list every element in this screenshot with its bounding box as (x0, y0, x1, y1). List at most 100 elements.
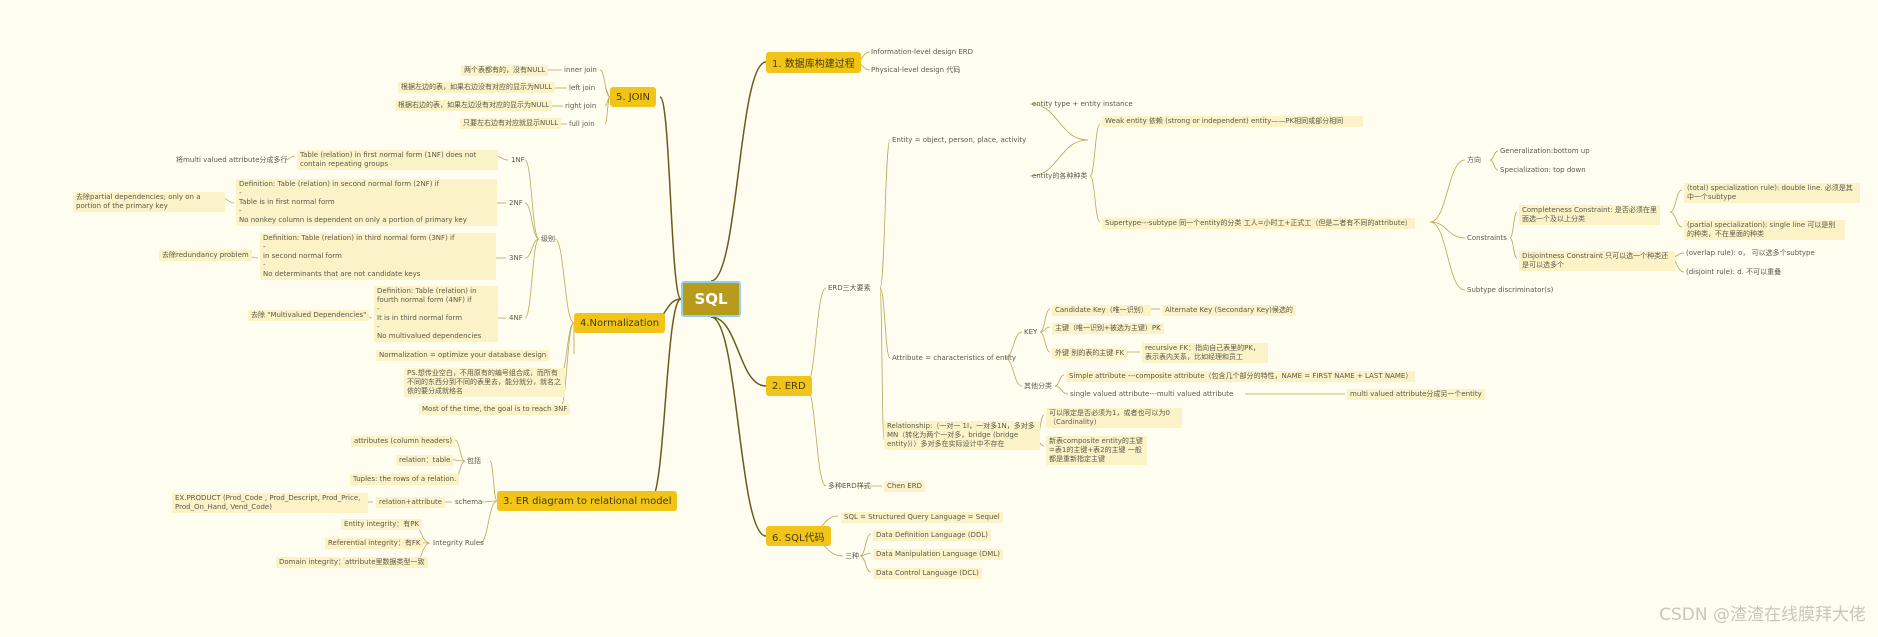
nf-3-definition: Definition: Table (relation) in third no… (260, 233, 496, 280)
nf-4-definition: Definition: Table (relation) in fourth n… (374, 286, 498, 342)
overlap-rule: (overlap rule): o， 可以选多个subtype (1686, 249, 1815, 257)
nf-3-line-4: - (263, 261, 266, 269)
connector (1039, 326, 1051, 333)
left-join: left join (569, 84, 596, 92)
other-types: 其他分类 (1024, 382, 1052, 390)
connector (1429, 221, 1466, 291)
composite-entity: 新表composite entity的主键=表1的主键+表2的主键 一般都是重新… (1046, 436, 1147, 465)
nf-2-line-4: - (239, 207, 242, 215)
connector (879, 287, 891, 359)
reach-3nf: Most of the time, the goal is to reach 3… (419, 404, 571, 415)
nf-3-line-5: No determinants that are not candidate k… (263, 270, 421, 278)
connector (1054, 385, 1069, 395)
referential-integrity: Referential integrity：有FK (325, 538, 424, 549)
nf-4: 4NF (509, 314, 523, 322)
ddl: Data Definition Language (DDL) (873, 530, 991, 541)
branch-4-normalization[interactable]: 4.Normalization (574, 313, 666, 333)
primary-key: 主键（唯一识别+被选为主键）PK (1052, 323, 1164, 334)
key-node: KEY (1024, 328, 1038, 336)
connector (1004, 331, 1023, 359)
foreign-key: 外键 别的表的主键 FK (1052, 348, 1128, 359)
root-node[interactable]: SQL (681, 281, 741, 317)
connector (805, 287, 827, 387)
watermark: CSDN @渣渣在线膜拜大佬 (1659, 605, 1866, 625)
integrity-rules: Integrity Rules (433, 539, 484, 547)
dml: Data Manipulation Language (DML) (873, 549, 1003, 560)
partial-rule: (partial specialization): single line 可以… (1684, 220, 1845, 240)
entity-kinds: entity的各种种类 (1032, 172, 1088, 180)
full-join: full join (569, 120, 595, 128)
domain-integrity: Domain integrity：attribute里数据类型一致 (276, 557, 428, 568)
direction: 方向 (1467, 156, 1481, 164)
relationship-node: Relationship:（一对一 1I，一对多1N，多对多MN（转化为两个一对… (884, 421, 1040, 450)
branch-1-database-process[interactable]: 1. 数据库构建过程 (766, 52, 861, 73)
specialization: Specialization: top down (1500, 166, 1586, 174)
left-join-desc: 根据左边的表，如果右边没有对应的显示为NULL (398, 82, 556, 93)
sql-definition: SQL = Structured Query Language = Sequel (841, 512, 1003, 523)
branch-2-erd[interactable]: 2. ERD (766, 376, 812, 396)
connector (659, 96, 682, 300)
connector (1029, 139, 1089, 177)
ps-note: PS.想传业空白，不用原有的编号组合成，而所有不同的东西分到不同的表里去，能分就… (404, 368, 565, 397)
generalization: Generalization:bottom up (1500, 147, 1590, 155)
recursive-fk: recursive FK：指向自己表里的PK，表示表内关系，比如经理和员工 (1142, 343, 1268, 363)
nf-2-action: 去除partial dependencies; only on a portio… (73, 192, 225, 212)
nf-4-line-1: Definition: Table (relation) in fourth n… (377, 287, 477, 304)
total-rule: (total) specialization rule): double lin… (1684, 183, 1860, 203)
connector (1089, 175, 1101, 223)
connector (710, 316, 767, 537)
nf-3-action: 去除redundancy problem (159, 250, 252, 261)
nf-2-line-2: - (239, 189, 242, 197)
nf-3-line-3: in second normal form (263, 252, 342, 260)
dcl: Data Control Language (DCL) (873, 568, 982, 579)
nf-4-line-2: - (377, 305, 380, 313)
nf-4-line-4: - (377, 323, 380, 331)
branch-5-join[interactable]: 5. JOIN (610, 87, 656, 107)
simple-attribute: Simple attribute ---composite attribute（… (1066, 371, 1416, 382)
connector (524, 238, 540, 259)
chen-erd: Chen ERD (884, 481, 925, 492)
nf-2-line-3: Table is in first normal form (239, 198, 335, 206)
connector (1669, 189, 1683, 213)
connector (710, 61, 767, 282)
candidate-key: Candidate Key（唯一识别） (1052, 305, 1151, 316)
nf-3: 3NF (509, 254, 523, 262)
supertype-subtype: Supertype---subtype 同一个entity的分类 工人=小时工+… (1102, 218, 1415, 229)
connector (599, 69, 611, 98)
nf-2-line-1: Definition: Table (relation) in second n… (239, 180, 440, 188)
cardinality: 可以限定是否必须为1，或者也可以为0（Cardinality） (1046, 408, 1182, 428)
attributes-headers: attributes (column headers) (351, 436, 456, 447)
b1-item-2: Physical-level design 代码 (871, 66, 961, 74)
nf-1: 1NF (511, 156, 525, 164)
connector (489, 460, 498, 502)
nf-4-line-5: No multivalued dependencies (377, 332, 482, 340)
weak-entity: Weak entity 依赖 (strong or independent) e… (1102, 116, 1363, 127)
b1-item-1: Information-level design ERD (871, 48, 974, 56)
connector (1089, 123, 1101, 177)
connector (1054, 374, 1065, 387)
disjointness-constraint: Disjointness Constraint 只可以选一个种类还是可以选多个 (1519, 251, 1675, 271)
nf-4-line-3: It is in third normal form (377, 314, 463, 322)
connector (1039, 308, 1051, 333)
connector (554, 238, 575, 324)
relation-attribute: relation+attribute (376, 497, 446, 508)
connector (1489, 159, 1499, 171)
branch-3-er-to-relational[interactable]: 3. ER diagram to relational model (497, 491, 678, 511)
completeness-constraint: Completeness Constraint: 是否必须在里面选一个及以上分类 (1519, 205, 1660, 225)
connector (479, 500, 498, 544)
branch-6-sql-code[interactable]: 6. SQL代码 (766, 526, 831, 546)
connector (284, 155, 296, 161)
erd-elements: ERD三大要素 (828, 284, 871, 292)
nf-4-action: 去除 "Multivalued Dependencies" (248, 310, 370, 321)
connector (710, 316, 767, 387)
connector (1039, 331, 1051, 353)
nf-2-definition: Definition: Table (relation) in second n… (236, 179, 497, 226)
disjoint-rule: (disjoint rule): d. 不可以重叠 (1686, 268, 1782, 276)
relation-table: relation：table (396, 455, 454, 466)
single-valued: single valued attribute---multi valued a… (1070, 390, 1234, 398)
connector (481, 500, 498, 503)
nf-2-line-5: No nonkey column is dependent on only a … (239, 216, 467, 224)
connector (859, 555, 872, 573)
connector (1489, 150, 1499, 161)
